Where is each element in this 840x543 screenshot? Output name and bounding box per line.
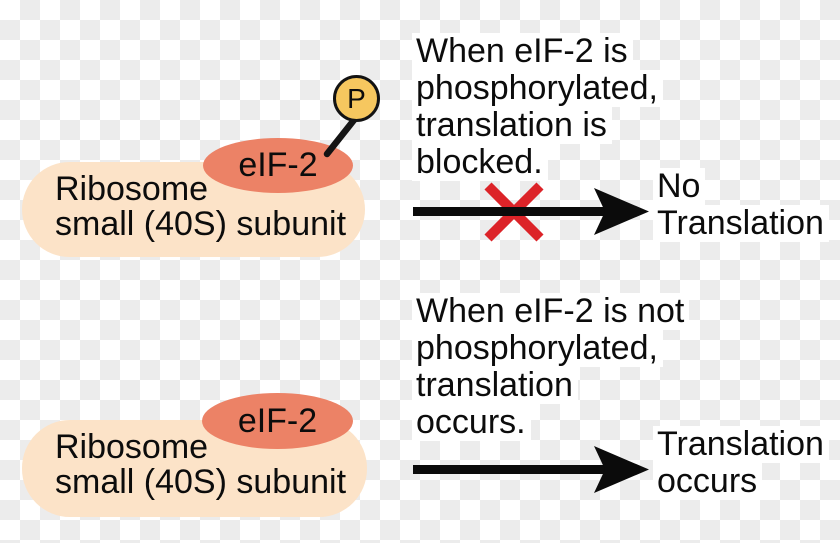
translation-arrow-icon <box>413 446 649 493</box>
result-bottom-line-2: occurs <box>653 463 763 500</box>
eif2-ellipse-top: eIF-2 <box>203 138 353 193</box>
ribosome-label-bottom-line2: small (40S) subunit <box>55 463 347 501</box>
ribosome-label-top-line1: Ribosome <box>55 170 209 208</box>
result-bottom-line-1: Translation <box>653 426 829 463</box>
caption-top-line-4: blocked. <box>412 144 548 181</box>
caption-bottom-line-4: occurs. <box>412 404 531 441</box>
ribosome-label-top: Ribosome small (40S) subunit <box>55 172 346 242</box>
result-no-translation: No Translation <box>653 168 829 242</box>
ribosome-label-top-line2: small (40S) subunit <box>55 205 347 243</box>
eif2-label-top: eIF-2 <box>238 146 318 184</box>
caption-top-line-1: When eIF-2 is <box>412 33 633 70</box>
result-top-line-1: No <box>653 168 706 205</box>
phosphate-connector-icon <box>323 116 358 158</box>
phosphate-group-icon: P <box>333 75 380 122</box>
caption-bottom-line-3: translation <box>412 367 578 404</box>
phosphate-label: P <box>347 82 366 114</box>
caption-bottom-line-2: phosphorylated, <box>412 330 663 367</box>
eif2-label-bottom: eIF-2 <box>237 401 318 440</box>
caption-top-line-2: phosphorylated, <box>412 70 663 107</box>
caption-top-line-3: translation is <box>412 107 612 144</box>
caption-phosphorylated: When eIF-2 is phosphorylated, translatio… <box>412 33 663 181</box>
ribosome-label-bottom-line1: Ribosome <box>55 428 209 466</box>
ribosome-label-bottom: Ribosome small (40S) subunit <box>55 430 346 500</box>
result-top-line-2: Translation <box>653 205 829 242</box>
blocked-arrow-icon <box>413 182 649 242</box>
result-translation-occurs: Translation occurs <box>653 426 829 500</box>
caption-not-phosphorylated: When eIF-2 is not phosphorylated, transl… <box>412 293 690 441</box>
eif2-ellipse-bottom: eIF-2 <box>202 393 353 449</box>
caption-bottom-line-1: When eIF-2 is not <box>412 293 690 330</box>
